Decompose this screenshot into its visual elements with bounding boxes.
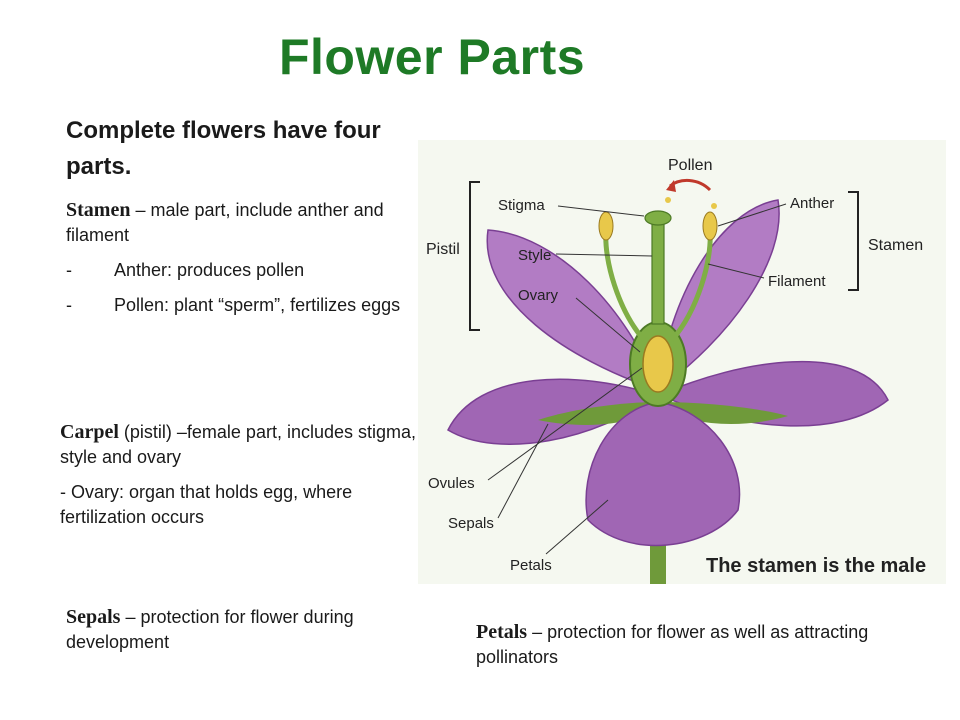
petal-front bbox=[585, 401, 741, 547]
stamen-bracket bbox=[848, 191, 859, 291]
leader-sepals bbox=[497, 423, 549, 519]
label-stigma: Stigma bbox=[498, 197, 545, 214]
anther-left bbox=[598, 211, 614, 241]
petals-term: Petals bbox=[476, 621, 528, 643]
petals-section: Petals – protection for flower as well a… bbox=[476, 620, 896, 670]
label-petals: Petals bbox=[510, 557, 552, 574]
label-filament: Filament bbox=[768, 273, 826, 290]
leader-style bbox=[555, 253, 653, 257]
stamen-term: Stamen bbox=[66, 199, 131, 221]
stamen-bullet-pollen: - Pollen: plant “sperm”, fertilizes eggs bbox=[66, 293, 416, 318]
bullet-text: Anther: produces pollen bbox=[114, 260, 305, 280]
label-style: Style bbox=[518, 247, 551, 264]
leader-anther bbox=[717, 203, 787, 227]
filament-left bbox=[603, 231, 646, 342]
sepals-section: Sepals – protection for flower during de… bbox=[66, 605, 446, 655]
flower-diagram: Pollen Stigma Anther Pistil Style Stamen… bbox=[418, 140, 946, 584]
stamen-definition: Stamen – male part, include anther and f… bbox=[66, 198, 416, 248]
label-ovary: Ovary bbox=[518, 287, 559, 304]
stamen-desc: – male part, include anther and filament bbox=[66, 200, 384, 245]
sepals-term: Sepals bbox=[66, 606, 121, 628]
anther-right bbox=[702, 211, 718, 241]
label-ovules: Ovules bbox=[428, 475, 475, 492]
bullet-dash: - bbox=[66, 260, 72, 280]
leader-petals bbox=[545, 499, 609, 555]
carpel-desc: (pistil) –female part, includes stigma, … bbox=[60, 422, 417, 467]
carpel-section: Carpel (pistil) –female part, includes s… bbox=[60, 420, 420, 530]
pollen-grain bbox=[711, 203, 717, 209]
leader-ovary bbox=[575, 297, 641, 353]
ovules bbox=[642, 335, 674, 393]
stigma bbox=[644, 210, 672, 226]
label-anther: Anther bbox=[790, 195, 834, 212]
diagram-caption: The stamen is the male bbox=[706, 555, 926, 577]
carpel-ovary-note: - Ovary: organ that holds egg, where fer… bbox=[60, 482, 353, 527]
intro-heading: Complete flowers have four parts. bbox=[66, 117, 381, 180]
label-pistil: Pistil bbox=[426, 241, 460, 258]
label-pollen: Pollen bbox=[668, 157, 712, 174]
leader-ovules bbox=[487, 367, 643, 481]
bullet-dash: - bbox=[66, 295, 72, 315]
leader-filament bbox=[707, 263, 765, 279]
page-title: Flower Parts bbox=[278, 29, 586, 85]
petals-desc: – protection for flower as well as attra… bbox=[476, 622, 869, 667]
carpel-definition: Carpel (pistil) –female part, includes s… bbox=[60, 420, 420, 470]
pistil-bracket bbox=[469, 181, 480, 331]
pollen-grain bbox=[665, 197, 671, 203]
bullet-text: Pollen: plant “sperm”, fertilizes eggs bbox=[114, 295, 401, 315]
petal-back-right bbox=[657, 199, 780, 392]
stamen-section: Stamen – male part, include anther and f… bbox=[66, 198, 416, 318]
style bbox=[651, 219, 665, 325]
stamen-bullet-anther: - Anther: produces pollen bbox=[66, 258, 416, 283]
filament-right bbox=[670, 231, 713, 342]
petal-back-left bbox=[486, 229, 660, 392]
pollen-arrow-icon bbox=[669, 179, 712, 192]
leader-stigma bbox=[557, 205, 645, 217]
sepals-desc: – protection for flower during developme… bbox=[66, 607, 354, 652]
pollen-arrowhead-icon bbox=[666, 180, 676, 192]
label-sepals: Sepals bbox=[448, 515, 494, 532]
label-stamen: Stamen bbox=[868, 237, 923, 254]
carpel-term: Carpel bbox=[60, 421, 119, 443]
